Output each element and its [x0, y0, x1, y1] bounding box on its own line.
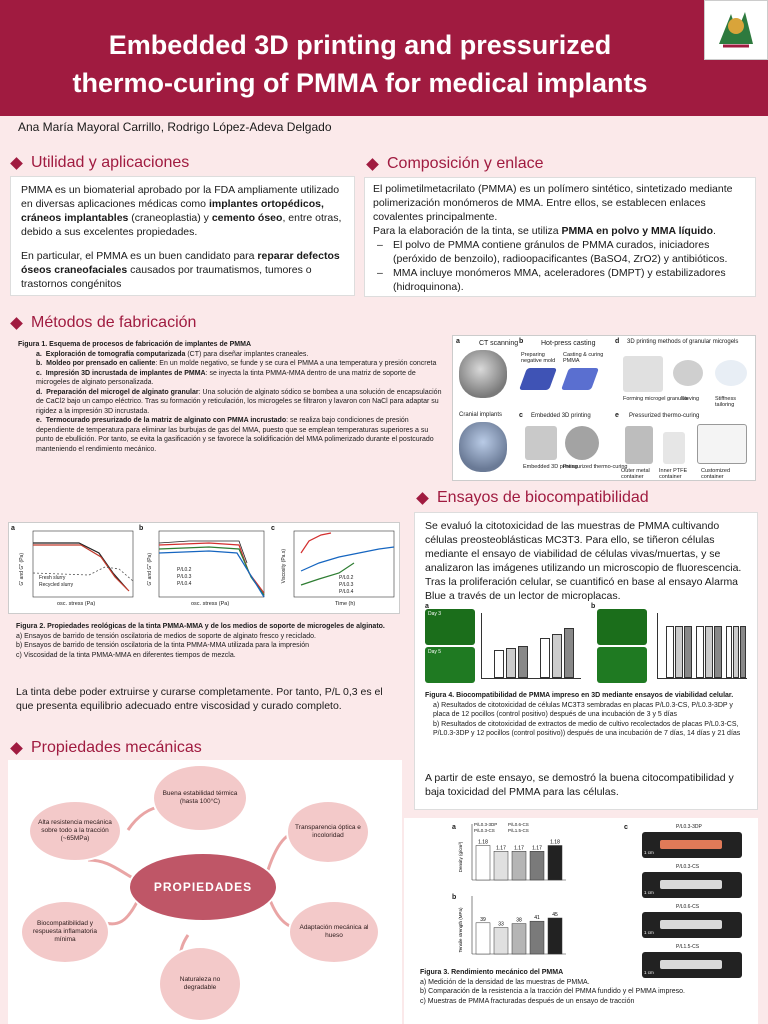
- tensile-chart: 39 33 38 41 45 Tensile strength (MPa): [458, 896, 566, 955]
- diamond-icon: [366, 157, 379, 171]
- bar-value-label: 1.18: [478, 840, 488, 846]
- figure-3-caption: Figura 3. Rendimiento mecánico del PMMA …: [420, 969, 685, 1005]
- title-line-2: thermo-curing of PMMA for medical implan…: [72, 68, 648, 98]
- fluorescence-image-b1: [597, 609, 647, 645]
- viability-bar-chart-a: [481, 613, 581, 679]
- y-axis-label: Tensile strength (MPa): [458, 907, 463, 953]
- biocompat-text: Se evaluó la citotoxicidad de las muestr…: [425, 520, 742, 602]
- density-legend-2: P/L0.6-CS P/L1.5-CS: [508, 822, 529, 833]
- figure-4-images: a Day 3 Day 5 b: [425, 603, 751, 687]
- figure-1-schematic: a CT scanning b Hot-press casting d 3D p…: [452, 335, 756, 481]
- poster-header: [0, 0, 768, 116]
- diamond-icon: [416, 491, 429, 505]
- center-bubble: PROPIEDADES: [128, 852, 278, 922]
- bar-value-label: 1.18: [550, 840, 560, 846]
- y-axis-label: Density (g/cm³): [458, 841, 463, 872]
- composicion-box: El polimetilmetacrilato (PMMA) es un pol…: [364, 177, 756, 297]
- bar-value-label: 1.17: [532, 845, 542, 851]
- fluorescence-image-b2: [597, 647, 647, 683]
- ct-skull-image: [459, 350, 507, 398]
- bar: [511, 923, 527, 955]
- university-logo: [704, 0, 768, 60]
- bar-value-label: 33: [498, 922, 504, 928]
- poster-title: Embedded 3D printing and pressurized the…: [20, 26, 700, 102]
- diamond-icon: [10, 741, 23, 755]
- bar: [493, 851, 509, 881]
- bar: [511, 851, 527, 881]
- figure-2-caption: Figura 2. Propiedades reológicas de la t…: [16, 623, 385, 659]
- density-chart: 1.18 1.17 1.17 1.17 1.18 Density (g/cm³): [458, 824, 566, 881]
- bubble-nondegradable: Naturaleza no degradable: [158, 946, 242, 1022]
- negative-mold-image: [518, 368, 558, 390]
- thermo-cure-image: [565, 426, 599, 460]
- inner-container-image: [663, 432, 685, 464]
- figure-4-caption: Figura 4. Biocompatibilidad de PMMA impr…: [425, 692, 741, 737]
- bar-value-label: 45: [552, 912, 558, 918]
- bubble-adaptation: Adaptación mecánica al hueso: [288, 900, 380, 964]
- embedded-print-image: [525, 426, 557, 460]
- bubble-thermal: Buena estabilidad térmica (hasta 100°C): [152, 764, 248, 832]
- bar-value-label: 1.17: [496, 845, 506, 851]
- diamond-icon: [10, 316, 23, 330]
- utilidad-p1: PMMA es un biomaterial aprobado por la F…: [21, 184, 342, 238]
- specimen-cs06: [642, 912, 742, 938]
- bar: [475, 845, 491, 881]
- section-title-biocompat: Ensayos de biocompatibilidad: [416, 489, 649, 507]
- biocompat-conclusion: A partir de este ensayo, se demostró la …: [425, 772, 734, 798]
- list-item: El polvo de PMMA contiene gránulos de PM…: [373, 238, 747, 266]
- viability-bar-chart-b: [657, 613, 747, 679]
- propiedades-diagram: Buena estabilidad térmica (hasta 100°C) …: [8, 760, 402, 1024]
- bar: [529, 920, 545, 955]
- section-title-utilidad: Utilidad y aplicaciones: [10, 154, 189, 172]
- bar-value-label: 1.17: [514, 845, 524, 851]
- figure-2-charts: a b c osc. stress (Pa) osc. stress (Pa) …: [8, 522, 400, 614]
- casting-image: [560, 368, 600, 390]
- section-title-composicion: Composición y enlace: [366, 155, 544, 173]
- section-title-metodos: Métodos de fabricación: [10, 314, 196, 332]
- bar: [529, 851, 545, 881]
- bar: [493, 927, 509, 955]
- stiffness-image: [715, 360, 747, 386]
- figure-1-caption: Figura 1. Esquema de procesos de fabrica…: [18, 341, 442, 453]
- fluorescence-image-day5: [425, 647, 475, 683]
- bar: [475, 922, 491, 955]
- bar: [547, 845, 563, 881]
- bar-value-label: 41: [534, 915, 540, 921]
- bubble-biocompat: Biocompatibilidad y respuesta inflamator…: [20, 900, 110, 964]
- bar-value-label: 38: [516, 918, 522, 924]
- utilidad-box: PMMA es un biomaterial aprobado por la F…: [10, 176, 355, 296]
- section-title-mecanicas: Propiedades mecánicas: [10, 739, 202, 757]
- bubble-optical: Transparencia óptica e incoloridad: [286, 800, 370, 864]
- biocompat-box: Se evaluó la citotoxicidad de las muestr…: [414, 512, 758, 810]
- rheology-conclusion: La tinta debe poder extruirse y curarse …: [16, 686, 383, 712]
- composicion-p2: Para la elaboración de la tinta, se util…: [373, 225, 716, 237]
- bubble-strength: Alta resistencia mecánica sobre todo a l…: [28, 800, 122, 862]
- microgel-device-image: [623, 356, 663, 392]
- density-legend: P/L0.3-3DP P/L0.3-CS: [474, 822, 498, 833]
- rheology-svg: [32, 530, 395, 598]
- specimen-3dp: [642, 832, 742, 858]
- bar: [547, 917, 563, 955]
- sieving-image: [673, 360, 703, 386]
- outer-container-image: [625, 426, 653, 464]
- cranial-implant-image: [459, 422, 507, 472]
- composicion-p1: El polimetilmetacrilato (PMMA) es un pol…: [373, 183, 733, 223]
- fluorescence-image-day3: [425, 609, 475, 645]
- utilidad-p2: En particular, el PMMA es un buen candid…: [21, 250, 340, 290]
- title-line-1: Embedded 3D printing and pressurized: [108, 30, 612, 60]
- authors: Ana María Mayoral Carrillo, Rodrigo Lópe…: [18, 120, 332, 134]
- specimen-cs15: [642, 952, 742, 978]
- specimen-cs03: [642, 872, 742, 898]
- bar-value-label: 39: [480, 917, 486, 923]
- composicion-list: El polvo de PMMA contiene gránulos de PM…: [373, 238, 747, 294]
- customized-container-image: [697, 424, 747, 464]
- fractured-specimens: P/L0.3-3DP P/L0.3-CS P/L0.6-CS P/L1.5-CS…: [636, 824, 746, 994]
- diamond-icon: [10, 156, 23, 170]
- list-item: MMA incluye monómeros MMA, aceleradores …: [373, 266, 747, 294]
